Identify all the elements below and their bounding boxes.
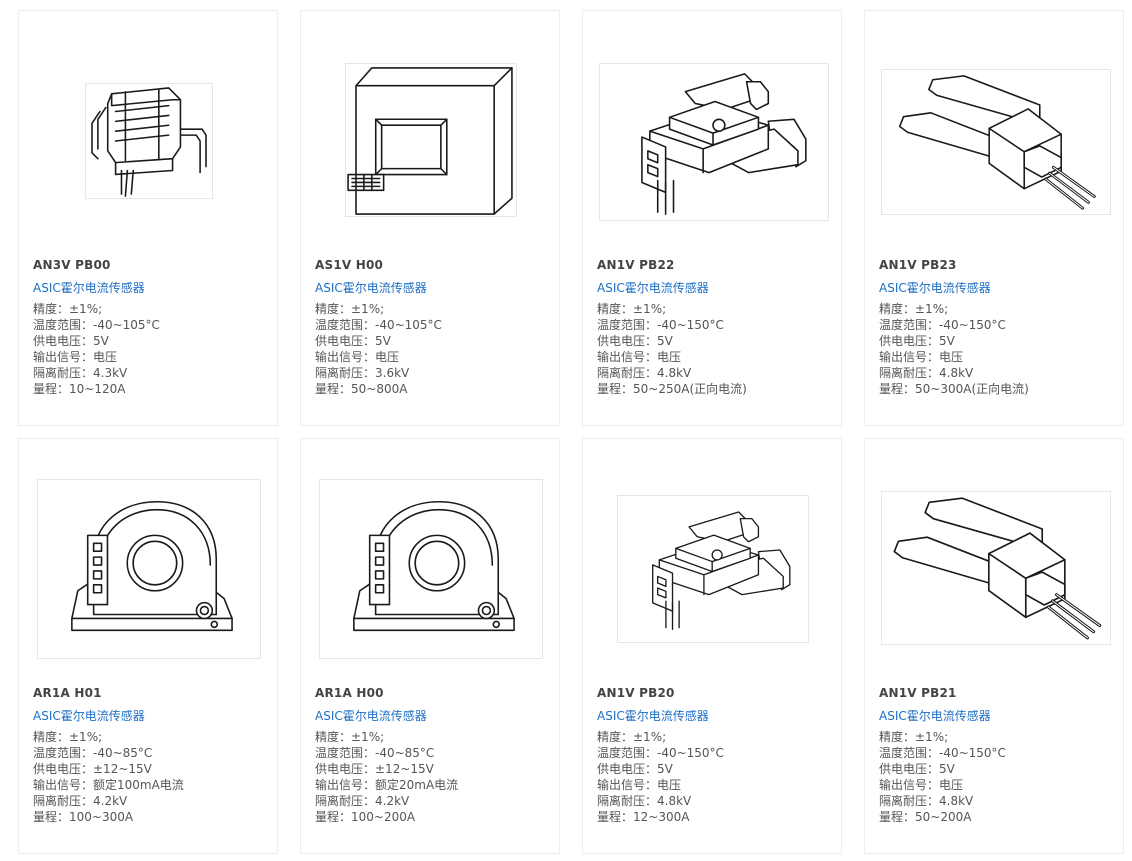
product-image[interactable] xyxy=(345,63,517,217)
fork-sensor-icon xyxy=(882,70,1110,214)
product-name[interactable]: AN1V PB23 xyxy=(879,258,957,272)
spec-isolation-voltage: 隔离耐压：4.8kV xyxy=(879,794,974,808)
product-category-link[interactable]: ASIC霍尔电流传感器 xyxy=(315,709,427,723)
box-sensor-icon xyxy=(346,64,516,216)
product-name[interactable]: AR1A H01 xyxy=(33,686,102,700)
spec-range: 量程：100~300A xyxy=(33,810,134,824)
spec-temperature: 温度范围：-40~105°C xyxy=(315,318,442,332)
product-name[interactable]: AN3V PB00 xyxy=(33,258,111,272)
product-name[interactable]: AS1V H00 xyxy=(315,258,384,272)
spec-precision: 精度：±1%; xyxy=(879,302,949,316)
spec-isolation-voltage: 隔离耐压：4.8kV xyxy=(597,794,692,808)
spec-supply-voltage: 供电电压：±12~15V xyxy=(33,762,152,776)
spec-range: 量程：12~300A xyxy=(597,810,690,824)
spec-precision: 精度：±1%; xyxy=(879,730,949,744)
spec-supply-voltage: 供电电压：5V xyxy=(315,334,391,348)
ring-sensor-icon xyxy=(320,480,542,658)
spec-precision: 精度：±1%; xyxy=(33,302,103,316)
product-card-ar1a-h00[interactable]: AR1A H00 ASIC霍尔电流传感器 精度：±1%; 温度范围：-40~85… xyxy=(300,438,560,854)
product-image[interactable] xyxy=(881,491,1111,645)
product-category-link[interactable]: ASIC霍尔电流传感器 xyxy=(597,281,709,295)
spec-supply-voltage: 供电电压：5V xyxy=(597,334,673,348)
product-card-ar1a-h01[interactable]: AR1A H01 ASIC霍尔电流传感器 精度：±1%; 温度范围：-40~85… xyxy=(18,438,278,854)
fork-sensor-icon xyxy=(882,492,1110,644)
product-card-an1v-pb20[interactable]: AN1V PB20 ASIC霍尔电流传感器 精度：±1%; 温度范围：-40~1… xyxy=(582,438,842,854)
product-name[interactable]: AN1V PB22 xyxy=(597,258,675,272)
product-category-link[interactable]: ASIC霍尔电流传感器 xyxy=(33,281,145,295)
spec-output-signal: 输出信号：额定100mA电流 xyxy=(33,778,184,792)
spec-output-signal: 输出信号：电压 xyxy=(597,778,682,792)
spec-output-signal: 输出信号：电压 xyxy=(597,350,682,364)
product-card-as1v-h00[interactable]: AS1V H00 ASIC霍尔电流传感器 精度：±1%; 温度范围：-40~10… xyxy=(300,10,560,426)
spec-supply-voltage: 供电电压：5V xyxy=(879,334,955,348)
spec-supply-voltage: 供电电压：±12~15V xyxy=(315,762,434,776)
spec-isolation-voltage: 隔离耐压：4.2kV xyxy=(315,794,410,808)
clip-sensor-icon xyxy=(618,496,808,642)
product-specs: 精度：±1%; 温度范围：-40~150°C 供电电压：5V 输出信号：电压 隔… xyxy=(597,301,747,397)
product-specs: 精度：±1%; 温度范围：-40~85°C 供电电压：±12~15V 输出信号：… xyxy=(315,729,458,825)
product-card-an1v-pb23[interactable]: AN1V PB23 ASIC霍尔电流传感器 精度：±1%; 温度范围：-40~1… xyxy=(864,10,1124,426)
product-image[interactable] xyxy=(617,495,809,643)
pcb-mount-sensor-icon xyxy=(86,84,212,198)
spec-temperature: 温度范围：-40~105°C xyxy=(33,318,160,332)
product-specs: 精度：±1%; 温度范围：-40~150°C 供电电压：5V 输出信号：电压 隔… xyxy=(597,729,724,825)
spec-supply-voltage: 供电电压：5V xyxy=(879,762,955,776)
spec-isolation-voltage: 隔离耐压：4.8kV xyxy=(597,366,692,380)
product-category-link[interactable]: ASIC霍尔电流传感器 xyxy=(597,709,709,723)
clip-sensor-icon xyxy=(600,64,828,220)
spec-temperature: 温度范围：-40~85°C xyxy=(315,746,435,760)
product-image[interactable] xyxy=(881,69,1111,215)
spec-temperature: 温度范围：-40~150°C xyxy=(597,746,724,760)
product-category-link[interactable]: ASIC霍尔电流传感器 xyxy=(879,709,991,723)
product-category-link[interactable]: ASIC霍尔电流传感器 xyxy=(315,281,427,295)
product-name[interactable]: AN1V PB20 xyxy=(597,686,675,700)
spec-precision: 精度：±1%; xyxy=(315,302,385,316)
product-card-an1v-pb22[interactable]: AN1V PB22 ASIC霍尔电流传感器 精度：±1%; 温度范围：-40~1… xyxy=(582,10,842,426)
spec-output-signal: 输出信号：电压 xyxy=(879,778,964,792)
spec-temperature: 温度范围：-40~85°C xyxy=(33,746,153,760)
product-image[interactable] xyxy=(85,83,213,199)
product-name[interactable]: AR1A H00 xyxy=(315,686,384,700)
spec-output-signal: 输出信号：电压 xyxy=(315,350,400,364)
spec-isolation-voltage: 隔离耐压：4.3kV xyxy=(33,366,128,380)
spec-precision: 精度：±1%; xyxy=(597,302,667,316)
spec-range: 量程：50~250A(正向电流) xyxy=(597,382,747,396)
ring-sensor-icon xyxy=(38,480,260,658)
product-specs: 精度：±1%; 温度范围：-40~105°C 供电电压：5V 输出信号：电压 隔… xyxy=(315,301,442,397)
product-name[interactable]: AN1V PB21 xyxy=(879,686,957,700)
spec-range: 量程：50~200A xyxy=(879,810,972,824)
spec-precision: 精度：±1%; xyxy=(315,730,385,744)
spec-range: 量程：10~120A xyxy=(33,382,126,396)
spec-range: 量程：50~800A xyxy=(315,382,408,396)
spec-output-signal: 输出信号：电压 xyxy=(879,350,964,364)
spec-isolation-voltage: 隔离耐压：4.2kV xyxy=(33,794,128,808)
spec-precision: 精度：±1%; xyxy=(597,730,667,744)
product-category-link[interactable]: ASIC霍尔电流传感器 xyxy=(879,281,991,295)
spec-temperature: 温度范围：-40~150°C xyxy=(879,318,1006,332)
spec-range: 量程：50~300A(正向电流) xyxy=(879,382,1029,396)
product-specs: 精度：±1%; 温度范围：-40~85°C 供电电压：±12~15V 输出信号：… xyxy=(33,729,184,825)
spec-precision: 精度：±1%; xyxy=(33,730,103,744)
spec-output-signal: 输出信号：额定20mA电流 xyxy=(315,778,459,792)
product-specs: 精度：±1%; 温度范围：-40~150°C 供电电压：5V 输出信号：电压 隔… xyxy=(879,729,1006,825)
product-specs: 精度：±1%; 温度范围：-40~150°C 供电电压：5V 输出信号：电压 隔… xyxy=(879,301,1029,397)
product-specs: 精度：±1%; 温度范围：-40~105°C 供电电压：5V 输出信号：电压 隔… xyxy=(33,301,160,397)
product-card-an3v-pb00[interactable]: AN3V PB00 ASIC霍尔电流传感器 精度：±1%; 温度范围：-40~1… xyxy=(18,10,278,426)
spec-temperature: 温度范围：-40~150°C xyxy=(879,746,1006,760)
spec-isolation-voltage: 隔离耐压：4.8kV xyxy=(879,366,974,380)
product-image[interactable] xyxy=(319,479,543,659)
spec-temperature: 温度范围：-40~150°C xyxy=(597,318,724,332)
spec-output-signal: 输出信号：电压 xyxy=(33,350,118,364)
product-image[interactable] xyxy=(37,479,261,659)
spec-supply-voltage: 供电电压：5V xyxy=(597,762,673,776)
spec-supply-voltage: 供电电压：5V xyxy=(33,334,109,348)
spec-isolation-voltage: 隔离耐压：3.6kV xyxy=(315,366,410,380)
spec-range: 量程：100~200A xyxy=(315,810,416,824)
product-card-an1v-pb21[interactable]: AN1V PB21 ASIC霍尔电流传感器 精度：±1%; 温度范围：-40~1… xyxy=(864,438,1124,854)
product-category-link[interactable]: ASIC霍尔电流传感器 xyxy=(33,709,145,723)
product-image[interactable] xyxy=(599,63,829,221)
